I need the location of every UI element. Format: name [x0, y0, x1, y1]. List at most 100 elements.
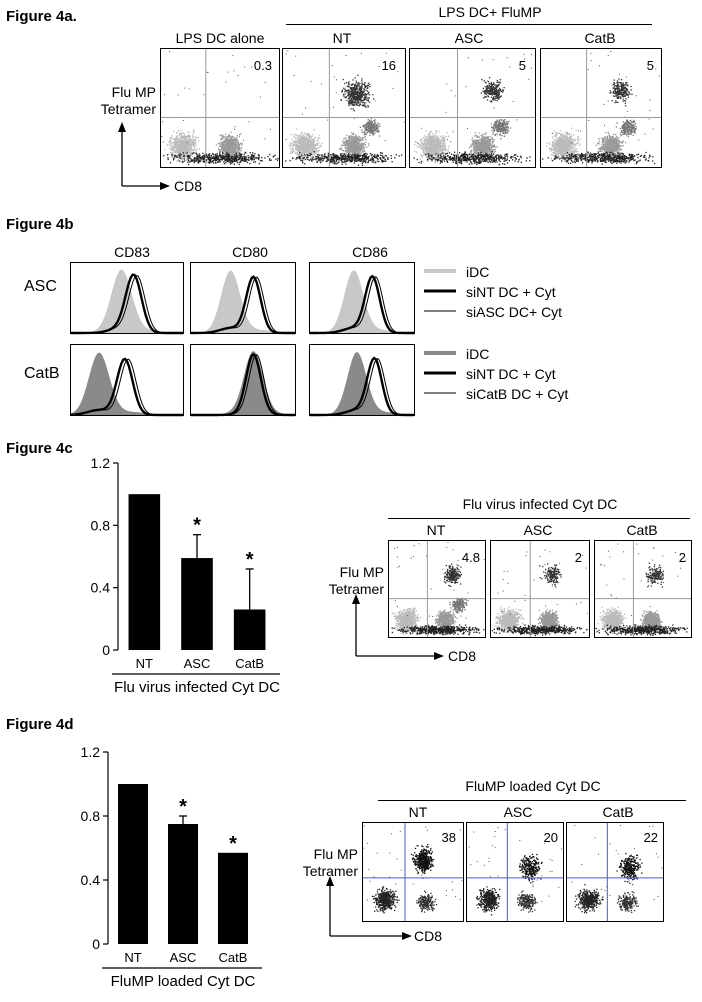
fig4d-y-tick-label-2: 0.8: [81, 808, 101, 824]
fig4d-x-label: FluMP loaded Cyt DC: [111, 973, 256, 990]
fig4b-marker-1: CD80: [232, 244, 268, 260]
fig4b-histogram-asc-cd86: [309, 262, 415, 335]
fig4c-flow-title-1: ASC: [523, 522, 553, 538]
fig4b-row-label-asc: ASC: [24, 278, 57, 295]
fig4c-y-tick-label-0: 0: [102, 642, 110, 658]
fig4a-panel-title-3: CatB: [584, 30, 616, 46]
fig4b-legend-asc-2: siASC DC+ Cyt: [466, 304, 563, 320]
fig4c-bar-CatB: [233, 609, 266, 650]
fig4d-flow-panel-2: [566, 822, 664, 922]
fig4a-group-header: LPS DC+ FluMP: [438, 4, 542, 20]
histogram-idc-fill: [310, 270, 414, 333]
fig4c-y-tick-label-1: 0.4: [91, 580, 111, 596]
fig4a-flow-panel-0: [160, 48, 280, 168]
fig4c-flow-title-0: NT: [426, 522, 446, 538]
fig4b-legend-asc-1: siNT DC + Cyt: [466, 284, 556, 300]
fig4c-flow-group-header: Flu virus infected Cyt DC: [462, 496, 618, 512]
fig4c-category-CatB: CatB: [235, 656, 264, 671]
dot-plot: [363, 823, 463, 921]
fig4d-flow-ylabel-2: Tetramer: [302, 863, 358, 879]
fig4c-flow-title-2: CatB: [626, 522, 658, 538]
histogram-si-line: [191, 353, 296, 416]
fig4b-histogram-asc-cd83: [70, 262, 184, 335]
fig4c-flow-ylabel-2: Tetramer: [328, 581, 384, 597]
dot-plot: [161, 49, 279, 167]
fig4d-flow-title-2: CatB: [602, 804, 634, 820]
histogram-si-line: [309, 357, 415, 416]
fig4d-significance-ASC: *: [179, 796, 187, 818]
dot-plot: [567, 823, 663, 921]
figure-4d-label: Figure 4d: [6, 716, 74, 733]
fig4b-legend-catb-1: siNT DC + Cyt: [466, 366, 556, 382]
fig4c-flow-panel-0: [388, 540, 486, 638]
fig4c-y-tick-label-3: 1.2: [91, 455, 111, 471]
histogram-si-line: [70, 358, 183, 416]
fig4d-bar-NT: [118, 784, 148, 944]
fig4b-marker-2: CD86: [352, 244, 388, 260]
dot-plot: [595, 541, 691, 637]
fig4c-category-NT: NT: [136, 656, 153, 671]
fig4c-flow-value-0: 4.8: [461, 550, 480, 565]
fig4a-ylabel-1: Flu MP: [111, 84, 156, 100]
fig4a-value-3: 5: [646, 58, 654, 73]
fig4c-flow-group-line: [388, 518, 690, 519]
fig4d-flow-group-header: FluMP loaded Cyt DC: [465, 778, 601, 794]
fig4c-flow-panel-1: [490, 540, 590, 638]
fig4d-significance-CatB: *: [229, 833, 237, 855]
fig4d-flow-panel-1: [466, 822, 564, 922]
fig4d-flow-ylabel-1: Flu MP: [313, 846, 358, 862]
fig4d-flow-value-0: 38: [441, 830, 456, 845]
histogram-si-line: [190, 276, 296, 334]
fig4b-histogram-asc-cd80: [190, 262, 296, 335]
fig4b-histogram-catb-cd83: [70, 344, 184, 417]
fig4c-x-label: Flu virus infected Cyt DC: [114, 679, 280, 696]
fig4b-legend-catb-0: iDC: [466, 346, 490, 362]
fig4c-significance-CatB: *: [246, 549, 254, 571]
fig4d-flow-title-0: NT: [408, 804, 428, 820]
dot-plot: [491, 541, 589, 637]
fig4d-bar-ASC: [168, 824, 198, 944]
histogram-idc-fill: [71, 269, 183, 333]
figure-4c-label: Figure 4c: [6, 440, 73, 457]
dot-plot: [467, 823, 563, 921]
fig4b-marker-0: CD83: [114, 244, 150, 260]
fig4d-category-ASC: ASC: [170, 950, 197, 965]
fig4c-category-ASC: ASC: [184, 656, 211, 671]
fig4a-panel-title-1: NT: [332, 30, 352, 46]
dot-plot: [283, 49, 405, 167]
fig4a-value-1: 16: [381, 58, 396, 73]
fig4a-panel-title-2: ASC: [454, 30, 484, 46]
histogram-idc-fill: [71, 352, 183, 415]
fig4b-legend-catb-2: siCatB DC + Cyt: [466, 386, 569, 402]
fig4b-legend-asc-0: iDC: [466, 264, 490, 280]
fig4d-bar-CatB: [218, 852, 248, 944]
fig4a-value-0: 0.3: [253, 58, 272, 73]
fig4d-y-tick-label-3: 1.2: [81, 744, 101, 760]
fig4a-group-line: [286, 24, 652, 25]
fig4b-histogram-catb-cd80: [190, 344, 296, 417]
fig4d-flow-group-line: [378, 800, 686, 801]
fig4d-y-tick-label-1: 0.4: [81, 872, 101, 888]
fig4b-legend-swatches-catb: [424, 351, 456, 394]
fig4d-category-NT: NT: [124, 950, 141, 965]
dot-plot: [389, 541, 485, 637]
fig4d-category-CatB: CatB: [219, 950, 248, 965]
fig4c-bar-NT: [128, 494, 161, 650]
figure-4b-label: Figure 4b: [6, 216, 74, 233]
fig4d-flow-panel-0: [362, 822, 464, 922]
fig4a-ylabel-2: Tetramer: [100, 101, 156, 117]
fig4c-significance-ASC: *: [193, 515, 201, 537]
fig4c-flow-value-1: 2: [574, 550, 582, 565]
dot-plot: [541, 49, 661, 167]
fig4a-flow-panel-2: [409, 48, 536, 168]
fig4d-flow-value-1: 20: [543, 830, 558, 845]
fig4a-value-2: 5: [518, 58, 526, 73]
fig4b-row-label-catb: CatB: [24, 365, 60, 382]
figure-4a-label: Figure 4a.: [6, 8, 77, 25]
fig4c-bar-ASC: [181, 558, 213, 650]
fig4b-legend-swatches-asc: [424, 269, 456, 312]
